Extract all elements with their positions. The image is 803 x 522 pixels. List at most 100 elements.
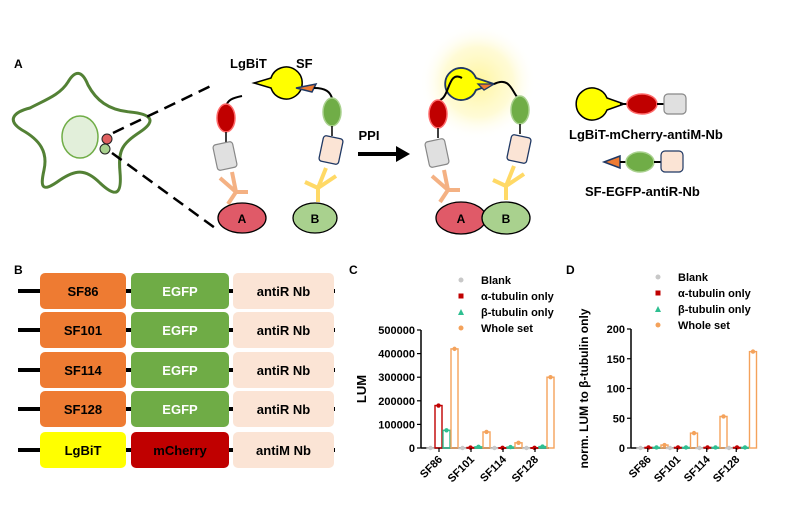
sf-label: SF: [296, 56, 313, 71]
bar: [748, 350, 758, 449]
construct-part-2-label: mCherry: [153, 443, 207, 458]
data-point: [734, 445, 740, 450]
data-point: [516, 440, 521, 446]
construct-part-1-label: SF128: [64, 402, 102, 417]
construct-part-1-label: SF101: [64, 323, 102, 338]
construct-part-3-label: antiR Nb: [257, 284, 311, 299]
construct-part-3-box: [233, 352, 334, 388]
bar: [434, 404, 443, 449]
bar: [546, 376, 555, 449]
panel-d-label: D: [566, 263, 575, 277]
ppi-label: PPI: [359, 128, 380, 143]
mcherry-oval-2: [428, 99, 448, 129]
data-point: [691, 430, 697, 436]
data-point: [492, 445, 497, 451]
nanobody-r: [318, 135, 344, 165]
y-tick-label: 400000: [378, 349, 415, 361]
cell-drawing: [11, 71, 216, 230]
legend-marker: [458, 277, 464, 283]
red-dot: [101, 133, 113, 145]
construct-part-2-box: [131, 352, 229, 388]
construct-part-1-box: [40, 273, 126, 309]
panel-a-label: A: [14, 57, 23, 71]
antigen-a-label: A: [238, 212, 247, 226]
legend-antim-nb: [663, 93, 687, 115]
linker-5: [439, 75, 463, 101]
construct-row: SF86 EGFP antiR Nb: [18, 273, 335, 309]
x-tick-label: SF128: [711, 454, 742, 485]
antigen-b-oval-2: [481, 201, 531, 235]
construct-part-3-label: antiM Nb: [256, 443, 311, 458]
lgbit-label: LgBiT: [230, 56, 267, 71]
legend-item: β-tubulin only: [678, 304, 752, 316]
data-point: [484, 429, 489, 435]
antibody-right: [304, 167, 338, 202]
legend-marker: [655, 274, 661, 280]
data-point: [428, 445, 433, 451]
panel-c-label: C: [349, 263, 358, 277]
construct-part-1-box: [40, 432, 126, 468]
x-tick-label: SF114: [478, 453, 510, 485]
data-point: [750, 349, 756, 354]
panel-c: C 0100000200000300000400000500000LUMSF86…: [349, 263, 555, 485]
data-point: [476, 444, 481, 450]
construct-part-3-box: [233, 391, 334, 427]
y-tick-label: 0: [619, 443, 625, 455]
construct-part-1-label: SF114: [64, 363, 102, 378]
antigen-a-label-2: A: [457, 212, 466, 226]
legend-sf-peptide: [601, 154, 621, 170]
nanobody-m-2: [424, 138, 450, 168]
data-point: [721, 414, 726, 419]
cell-nucleus: [61, 115, 99, 159]
y-tick-label: 150: [607, 354, 625, 366]
construct-part-1-label: SF86: [67, 284, 98, 299]
data-point: [508, 444, 513, 450]
antibody-left: [218, 171, 248, 206]
mcherry-oval: [216, 103, 236, 133]
legend-egfp: [625, 151, 655, 173]
antigen-a-oval: [217, 202, 267, 234]
data-point: [713, 445, 718, 450]
before-ppi-assembly: LgBiT A SF B: [212, 56, 344, 234]
x-tick-label: SF86: [627, 454, 654, 481]
y-tick-label: 100000: [378, 419, 415, 431]
data-point: [675, 445, 681, 450]
legend-sf-text: SF-EGFP-antiR-Nb: [585, 184, 700, 199]
construct-part-3-label: antiR Nb: [257, 402, 311, 417]
construct-part-3-box: [233, 432, 334, 468]
antigen-b-oval: [292, 202, 338, 234]
legend-item: β-tubulin only: [481, 307, 555, 319]
construct-part-3-box: [233, 273, 334, 309]
legend-item: α-tubulin only: [678, 288, 752, 300]
data-point: [460, 445, 465, 451]
bar: [689, 432, 699, 449]
construct-part-1-label: LgBiT: [65, 443, 102, 458]
x-tick-label: SF114: [682, 453, 714, 485]
legend-item: Whole set: [678, 320, 730, 332]
y-tick-label: 500000: [378, 325, 415, 337]
y-axis-label: norm. LUM to β-tubulin only: [577, 308, 591, 468]
legend-marker: [655, 290, 661, 296]
data-point: [654, 445, 659, 450]
construct-part-3-label: antiR Nb: [257, 363, 311, 378]
data-point: [540, 444, 545, 449]
antibody-left-2: [430, 169, 460, 204]
egfp-oval: [322, 97, 342, 127]
construct-part-2-label: EGFP: [162, 284, 198, 299]
construct-part-2-box: [131, 273, 229, 309]
legend-marker: [458, 293, 464, 299]
construct-part-3-label: antiR Nb: [257, 323, 311, 338]
x-tick-label: SF101: [446, 454, 477, 485]
y-tick-label: 200000: [378, 396, 415, 408]
legend-item: Blank: [678, 272, 709, 284]
construct-part-2-box: [131, 432, 229, 468]
data-point: [646, 445, 651, 450]
panel-b-label: B: [14, 263, 23, 277]
panel-a: A LgBiT A SF: [11, 24, 723, 235]
